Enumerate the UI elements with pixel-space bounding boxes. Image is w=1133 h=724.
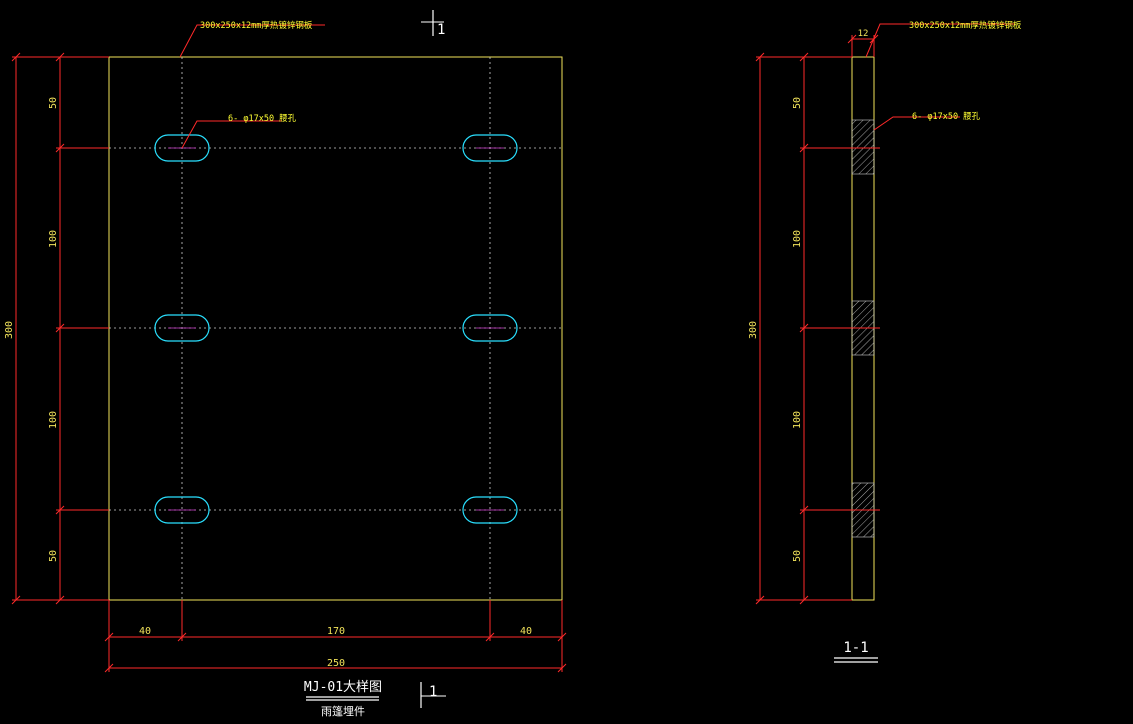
section-mark-top: 1 (421, 10, 445, 38)
dim-horizontal-segment-1: 40 (139, 626, 151, 637)
dim-overall-height: 300 (4, 321, 15, 339)
section-hole-hatch-top (851, 119, 875, 175)
plate-outline (108, 56, 563, 601)
slot-hole-bottom-right (462, 496, 518, 524)
section-vertical-dimensions (755, 52, 880, 605)
slot-hole-top-left (154, 134, 210, 162)
dim-vertical-segment-1: 50 (48, 97, 59, 109)
slot-hole-middle-left (154, 314, 210, 342)
section-dim-segment-1: 50 (792, 97, 803, 109)
section-plate-note-leader (865, 23, 1015, 58)
dim-vertical-segment-2: 100 (48, 230, 59, 248)
plan-horizontal-dimensions (104, 600, 567, 673)
section-label: 1-1 (843, 640, 868, 656)
drawing-subtitle: 雨篷埋件 (321, 704, 365, 718)
slot-holes (154, 134, 518, 524)
hole-note: 6- φ17x50 腰孔 (228, 114, 297, 124)
dim-overall-width: 250 (327, 658, 345, 669)
section-mark-bottom: 1 (420, 682, 446, 708)
slot-hole-middle-right (462, 314, 518, 342)
section-dim-thickness: 12 (858, 29, 869, 39)
plan-view: 300 50 100 100 50 40 170 40 250 300x250x… (4, 10, 567, 718)
plate-note: 300x250x12mm厚热镀锌钢板 (200, 20, 313, 31)
dim-horizontal-segment-2: 170 (327, 626, 345, 637)
slot-hole-bottom-left (154, 496, 210, 524)
dim-vertical-segment-3: 100 (48, 411, 59, 429)
drawing-title: MJ-01大样图 (304, 680, 382, 695)
dim-horizontal-segment-3: 40 (520, 626, 532, 637)
plate-note-leader (179, 24, 325, 58)
dim-vertical-segment-4: 50 (48, 550, 59, 562)
section-dim-segment-2: 100 (792, 230, 803, 248)
section-dim-segment-4: 50 (792, 550, 803, 562)
section-dim-segment-3: 100 (792, 411, 803, 429)
section-view: 300 50 100 100 50 12 300x250x12mm厚热镀锌钢板 … (748, 20, 1022, 663)
slot-axes (168, 147, 504, 511)
section-plate-note: 300x250x12mm厚热镀锌钢板 (909, 20, 1022, 31)
section-hole-note: 6- φ17x50 腰孔 (912, 112, 981, 122)
section-hole-note-leader (873, 116, 960, 131)
section-mark-bottom-label: 1 (429, 684, 437, 700)
slot-hole-top-right (462, 134, 518, 162)
plan-vertical-dimensions (11, 52, 109, 605)
section-mark-top-label: 1 (437, 22, 445, 38)
hole-note-leader (181, 120, 282, 149)
section-dim-overall-height: 300 (748, 321, 759, 339)
